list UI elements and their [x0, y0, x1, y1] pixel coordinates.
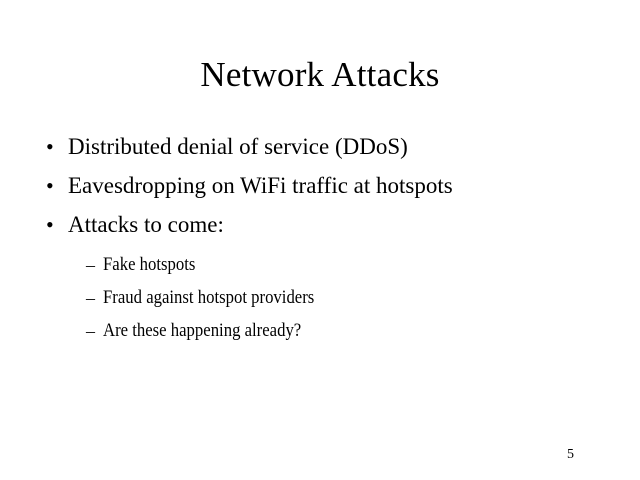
bullet-dash-icon: – [86, 255, 95, 275]
bullet-text: Eavesdropping on WiFi traffic at hotspot… [68, 173, 453, 198]
sub-list-item: – Fraud against hotspot providers [86, 285, 586, 318]
sub-list-item: – Are these happening already? [86, 318, 586, 351]
sub-list-item: – Fake hotspots [86, 252, 586, 285]
list-item: • Distributed denial of service (DDoS) [46, 131, 606, 170]
page-title: Network Attacks [200, 55, 440, 94]
sub-bullet-list: – Fake hotspots – Fraud against hotspot … [86, 252, 586, 351]
bullet-dot-icon: • [46, 212, 54, 237]
sub-bullet-text: Fake hotspots [103, 254, 196, 275]
bullet-list: • Distributed denial of service (DDoS) •… [46, 131, 606, 248]
list-item: • Eavesdropping on WiFi traffic at hotsp… [46, 170, 606, 209]
sub-bullet-text: Fraud against hotspot providers [103, 287, 315, 308]
bullet-text: Attacks to come: [68, 212, 224, 237]
page-number: 5 [567, 447, 574, 462]
bullet-dot-icon: • [46, 134, 54, 159]
bullet-dash-icon: – [86, 288, 95, 308]
list-item: • Attacks to come: [46, 209, 606, 248]
bullet-dash-icon: – [86, 321, 95, 341]
bullet-text: Distributed denial of service (DDoS) [68, 134, 408, 159]
sub-bullet-text: Are these happening already? [103, 320, 302, 341]
bullet-dot-icon: • [46, 173, 54, 198]
